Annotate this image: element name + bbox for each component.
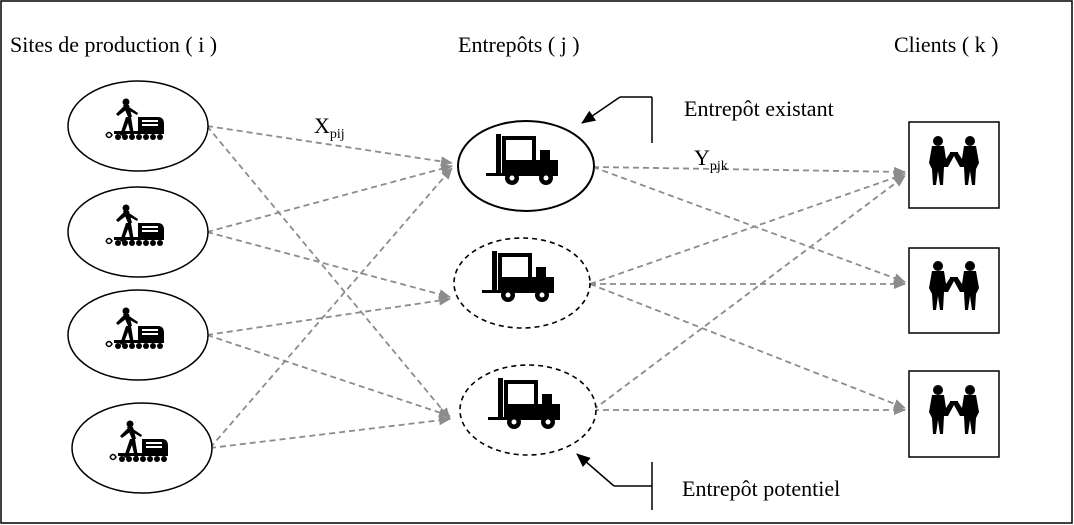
- header-clients: Clients ( k ): [894, 32, 999, 57]
- callout-arrow: [576, 453, 615, 487]
- client-box: [908, 370, 1000, 458]
- callout-existing: Entrepôt existant: [581, 96, 834, 143]
- warehouse-potential-2: [459, 364, 597, 456]
- header-production: Sites de production ( i ): [10, 32, 217, 57]
- client-box: [908, 247, 1000, 334]
- production-site-1: [67, 80, 209, 172]
- flow-arrow: [206, 125, 453, 167]
- flow-arrow: [589, 283, 906, 409]
- flow-arrow: [209, 167, 453, 449]
- flow-arrow: [206, 125, 451, 420]
- flow-arrow: [592, 175, 906, 411]
- client-2: [908, 247, 1000, 334]
- flow-arrow: [209, 415, 451, 449]
- callout-arrow: [581, 96, 621, 124]
- flows-production-to-warehouses: [206, 125, 453, 449]
- flow-arrow: [206, 334, 451, 418]
- production-site-3: [67, 289, 209, 381]
- warehouse-potential-1: [453, 237, 591, 329]
- variable-x-label: Xpij: [314, 113, 345, 142]
- flow-arrow: [206, 295, 451, 336]
- flow-arrow: [206, 231, 451, 299]
- flow-arrow: [206, 164, 453, 233]
- client-1: [908, 121, 1000, 209]
- flow-arrow: [592, 166, 906, 283]
- client-box: [908, 121, 1000, 209]
- variable-y-label: Ypjk: [694, 145, 728, 174]
- callout-potential: Entrepôt potentiel: [576, 453, 840, 510]
- warehouse-existing: [457, 120, 595, 212]
- client-3: [908, 370, 1000, 458]
- flow-arrow: [592, 166, 906, 177]
- production-site-4: [71, 402, 213, 494]
- flow-arrow: [589, 172, 906, 285]
- flows-warehouses-to-clients: [589, 166, 906, 415]
- callout-existing-label: Entrepôt existant: [684, 96, 834, 121]
- production-site-2: [67, 186, 209, 278]
- header-warehouses: Entrepôts ( j ): [458, 32, 580, 57]
- callout-potential-label: Entrepôt potentiel: [682, 476, 840, 501]
